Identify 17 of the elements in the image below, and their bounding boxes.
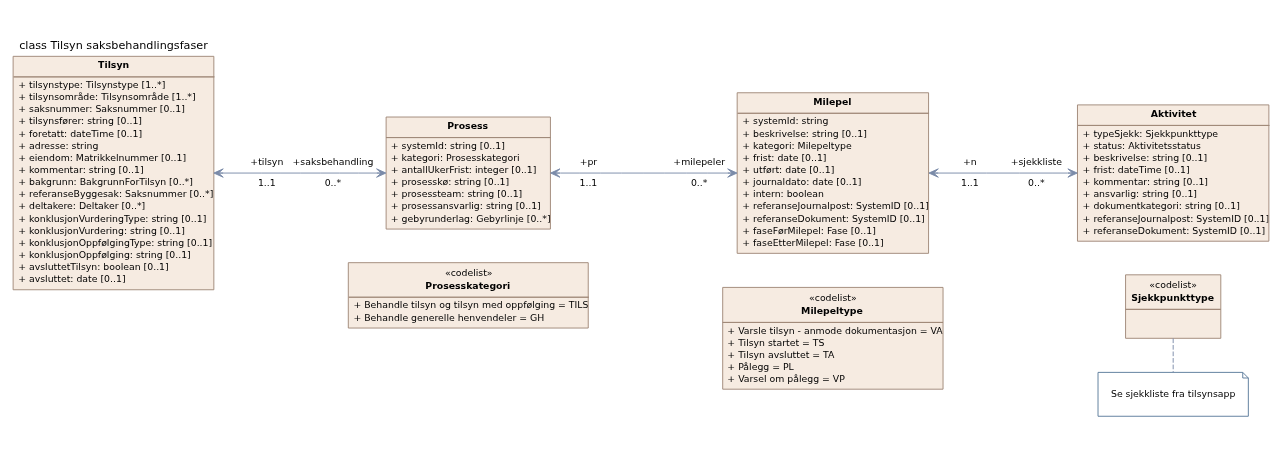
label: +sjekkliste xyxy=(1010,155,1062,167)
arrow xyxy=(213,167,387,178)
label: 0..* xyxy=(324,176,342,188)
label: +pr xyxy=(579,155,598,167)
label: 0..* xyxy=(1028,176,1045,188)
diagram-title: class Tilsyn saksbehandlingsfaser xyxy=(19,38,208,52)
label: 1..1 xyxy=(257,176,276,188)
label: 1..1 xyxy=(960,176,979,188)
label: 1..1 xyxy=(579,176,598,188)
label: +saksbehandling xyxy=(292,155,374,167)
label: +n xyxy=(963,155,977,167)
arrow xyxy=(928,167,1078,178)
arrow xyxy=(550,167,738,178)
connector xyxy=(1172,337,1174,373)
label: +tilsyn xyxy=(250,155,284,167)
label: 0..* xyxy=(690,176,708,188)
label: +milepeler xyxy=(673,155,726,167)
